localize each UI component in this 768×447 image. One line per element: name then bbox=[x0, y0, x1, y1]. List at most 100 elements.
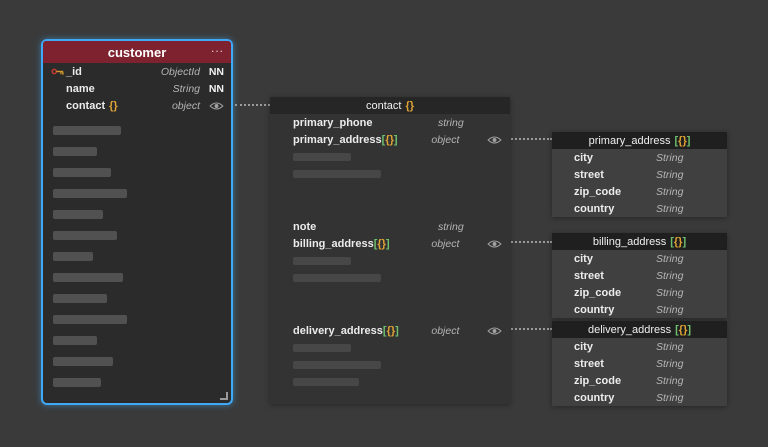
panel-contact-title: contact bbox=[365, 99, 402, 112]
field-type: String bbox=[656, 185, 684, 198]
field-type: String bbox=[656, 303, 684, 316]
connector-contact-primary-address bbox=[508, 138, 552, 140]
placeholder-field bbox=[270, 373, 510, 390]
field-name: name bbox=[66, 82, 95, 95]
placeholder-field bbox=[53, 294, 107, 303]
field-row-zip-code[interactable]: zip_code String bbox=[552, 372, 727, 389]
field-type: String bbox=[656, 252, 684, 265]
field-type: String bbox=[656, 168, 684, 181]
field-row-primary-address[interactable]: primary_address [ {} ] object bbox=[270, 131, 510, 148]
field-row-zip-code[interactable]: zip_code String bbox=[552, 284, 727, 301]
field-type: String bbox=[172, 82, 200, 95]
field-type: ObjectId bbox=[160, 65, 200, 78]
field-name: street bbox=[574, 269, 604, 282]
panel-contact[interactable]: contact {} primary_phone string primary_… bbox=[270, 97, 510, 404]
panel-contact-header[interactable]: contact {} bbox=[270, 97, 510, 114]
placeholder-field bbox=[270, 148, 510, 165]
panel-billing-address[interactable]: billing_address [{}] city String street … bbox=[552, 233, 727, 318]
field-row-country[interactable]: country String bbox=[552, 200, 727, 217]
field-type: String bbox=[656, 286, 684, 299]
field-name: zip_code bbox=[574, 374, 622, 387]
object-badge: {} bbox=[673, 235, 683, 248]
expand-eye-icon[interactable] bbox=[479, 239, 502, 249]
field-notnull-flag: NN bbox=[208, 65, 224, 78]
placeholder-field bbox=[53, 189, 127, 198]
connector-contact-billing-address bbox=[508, 241, 552, 243]
field-row-street[interactable]: street String bbox=[552, 355, 727, 372]
field-row-delivery-address[interactable]: delivery_address [ {} ] object bbox=[270, 322, 510, 339]
panel-primary-address[interactable]: primary_address [{}] city String street … bbox=[552, 132, 727, 217]
panel-delivery-address-header[interactable]: delivery_address [{}] bbox=[552, 321, 727, 338]
expand-eye-icon[interactable] bbox=[200, 101, 224, 111]
field-type: String bbox=[656, 202, 684, 215]
field-type: String bbox=[656, 357, 684, 370]
field-type: String bbox=[656, 374, 684, 387]
placeholder-field bbox=[270, 356, 510, 373]
resize-handle[interactable] bbox=[220, 392, 228, 400]
panel-delivery-address[interactable]: delivery_address [{}] city String street… bbox=[552, 321, 727, 406]
field-row-street[interactable]: street String bbox=[552, 166, 727, 183]
connector-contact-delivery-address bbox=[508, 328, 552, 330]
field-name: primary_phone bbox=[293, 116, 373, 129]
placeholder-field bbox=[270, 269, 510, 286]
array-badge-open: [ bbox=[382, 324, 387, 337]
placeholder-field bbox=[270, 339, 510, 356]
array-badge-close: ] bbox=[393, 133, 398, 146]
array-badge-open: [ bbox=[381, 133, 386, 146]
field-row-country[interactable]: country String bbox=[552, 301, 727, 318]
field-row-id[interactable]: _id ObjectId NN bbox=[43, 63, 231, 80]
array-badge-open: [ bbox=[675, 323, 679, 336]
panel-billing-address-header[interactable]: billing_address [{}] bbox=[552, 233, 727, 250]
field-row-name[interactable]: name String NN bbox=[43, 80, 231, 97]
field-name: city bbox=[574, 252, 593, 265]
field-name: street bbox=[574, 357, 604, 370]
field-row-city[interactable]: city String bbox=[552, 149, 727, 166]
expand-eye-icon[interactable] bbox=[479, 326, 502, 336]
entity-customer[interactable]: customer ... _id ObjectId NN name String bbox=[41, 39, 233, 405]
array-badge-open: [ bbox=[670, 235, 674, 248]
object-badge: {} bbox=[405, 99, 415, 112]
field-type: String bbox=[656, 269, 684, 282]
object-badge: {} bbox=[386, 324, 396, 337]
array-badge-close: ] bbox=[395, 324, 399, 337]
field-row-city[interactable]: city String bbox=[552, 338, 727, 355]
field-name: country bbox=[574, 303, 615, 316]
entity-customer-header[interactable]: customer ... bbox=[43, 41, 231, 63]
field-row-city[interactable]: city String bbox=[552, 250, 727, 267]
array-badge-open: [ bbox=[674, 134, 679, 147]
field-type: String bbox=[656, 151, 684, 164]
entity-menu-icon[interactable]: ... bbox=[210, 41, 224, 55]
panel-primary-address-header[interactable]: primary_address [{}] bbox=[552, 132, 727, 149]
placeholder-field bbox=[270, 252, 510, 269]
field-row-country[interactable]: country String bbox=[552, 389, 727, 406]
field-name: zip_code bbox=[574, 185, 622, 198]
field-row-zip-code[interactable]: zip_code String bbox=[552, 183, 727, 200]
field-name: street bbox=[574, 168, 604, 181]
placeholder-field bbox=[53, 273, 123, 282]
placeholder-field bbox=[53, 168, 111, 177]
placeholder-field bbox=[53, 315, 127, 324]
placeholder-field bbox=[53, 252, 93, 261]
field-notnull-flag: NN bbox=[208, 82, 224, 95]
field-row-primary-phone[interactable]: primary_phone string bbox=[270, 114, 510, 131]
array-badge-close: ] bbox=[385, 237, 390, 250]
connector-customer-contact bbox=[235, 104, 270, 106]
field-row-note[interactable]: note string bbox=[270, 218, 510, 235]
expand-eye-icon[interactable] bbox=[479, 135, 502, 145]
field-type: string bbox=[438, 220, 464, 233]
array-badge-close: ] bbox=[682, 235, 687, 248]
field-type: String bbox=[656, 340, 684, 353]
object-badge: {} bbox=[678, 134, 687, 147]
field-name: delivery_address bbox=[293, 324, 383, 337]
placeholder-field bbox=[53, 336, 97, 345]
placeholder-field bbox=[53, 147, 97, 156]
array-badge-close: ] bbox=[686, 134, 691, 147]
placeholder-field bbox=[53, 231, 117, 240]
placeholder-field bbox=[53, 210, 103, 219]
field-row-contact[interactable]: contact {} object bbox=[43, 97, 231, 114]
field-name: primary_address bbox=[293, 133, 382, 146]
field-name: country bbox=[574, 391, 615, 404]
field-row-billing-address[interactable]: billing_address [ {} ] object bbox=[270, 235, 510, 252]
field-name: contact bbox=[66, 99, 106, 112]
field-row-street[interactable]: street String bbox=[552, 267, 727, 284]
